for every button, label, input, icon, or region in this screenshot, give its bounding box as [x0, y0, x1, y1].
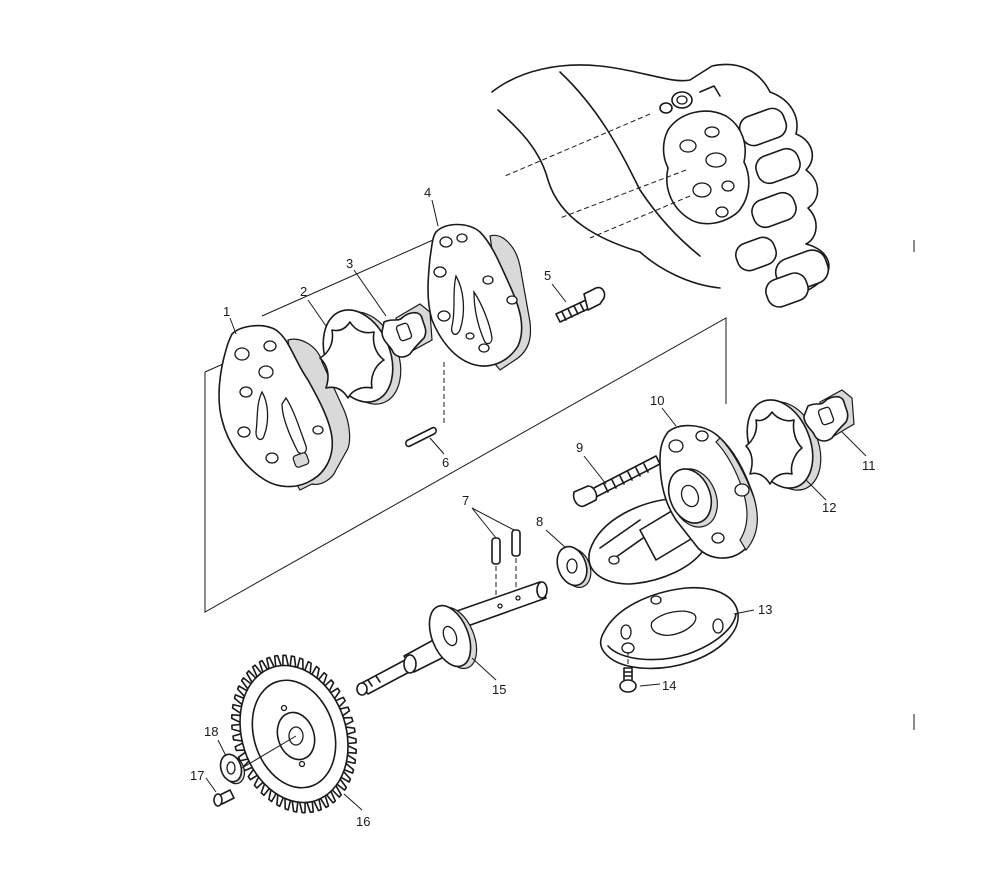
- callout-17: 17: [190, 768, 204, 783]
- callout-2: 2: [300, 284, 307, 299]
- callout-6: 6: [442, 455, 449, 470]
- callout-16: 16: [356, 814, 370, 829]
- callout-14: 14: [662, 678, 676, 693]
- callout-13: 13: [758, 602, 772, 617]
- callout-4: 4: [424, 185, 431, 200]
- part-17-bolt: [213, 789, 235, 807]
- callout-9: 9: [576, 440, 583, 455]
- part-15-pump-shaft: [356, 581, 548, 696]
- part-12-outer-rotor: [745, 399, 822, 491]
- part-8-washer: [556, 545, 592, 588]
- callout-10: 10: [650, 393, 664, 408]
- part-5-bolt: [555, 286, 606, 323]
- callout-labels: 1 2 3 4 5 6 7 8 9 10 11 12 13 14 15 16 1…: [190, 185, 876, 829]
- callout-15: 15: [492, 682, 506, 697]
- leader-lines: [205, 199, 867, 811]
- engine-case: [491, 63, 830, 308]
- callout-1: 1: [223, 304, 230, 319]
- part-18-washer: [219, 753, 246, 785]
- callout-8: 8: [536, 514, 543, 529]
- part-10-pump-housing: [588, 424, 758, 585]
- callout-12: 12: [822, 500, 836, 515]
- part-14-screw: [619, 652, 637, 693]
- part-13-strainer-plate: [599, 586, 739, 670]
- callout-11: 11: [862, 458, 876, 473]
- callout-18: 18: [204, 724, 218, 739]
- part-6-dowel-pin: [405, 426, 437, 448]
- part-3-inner-rotor: [381, 303, 433, 358]
- callout-5: 5: [544, 268, 551, 283]
- part-4-pump-cover: [427, 223, 532, 371]
- callout-3: 3: [346, 256, 353, 271]
- part-1-pump-body: [218, 324, 351, 491]
- part-16-gear: [231, 654, 357, 814]
- part-11-inner-rotor: [803, 389, 855, 442]
- callout-7: 7: [462, 493, 469, 508]
- part-9-bolt: [572, 455, 661, 508]
